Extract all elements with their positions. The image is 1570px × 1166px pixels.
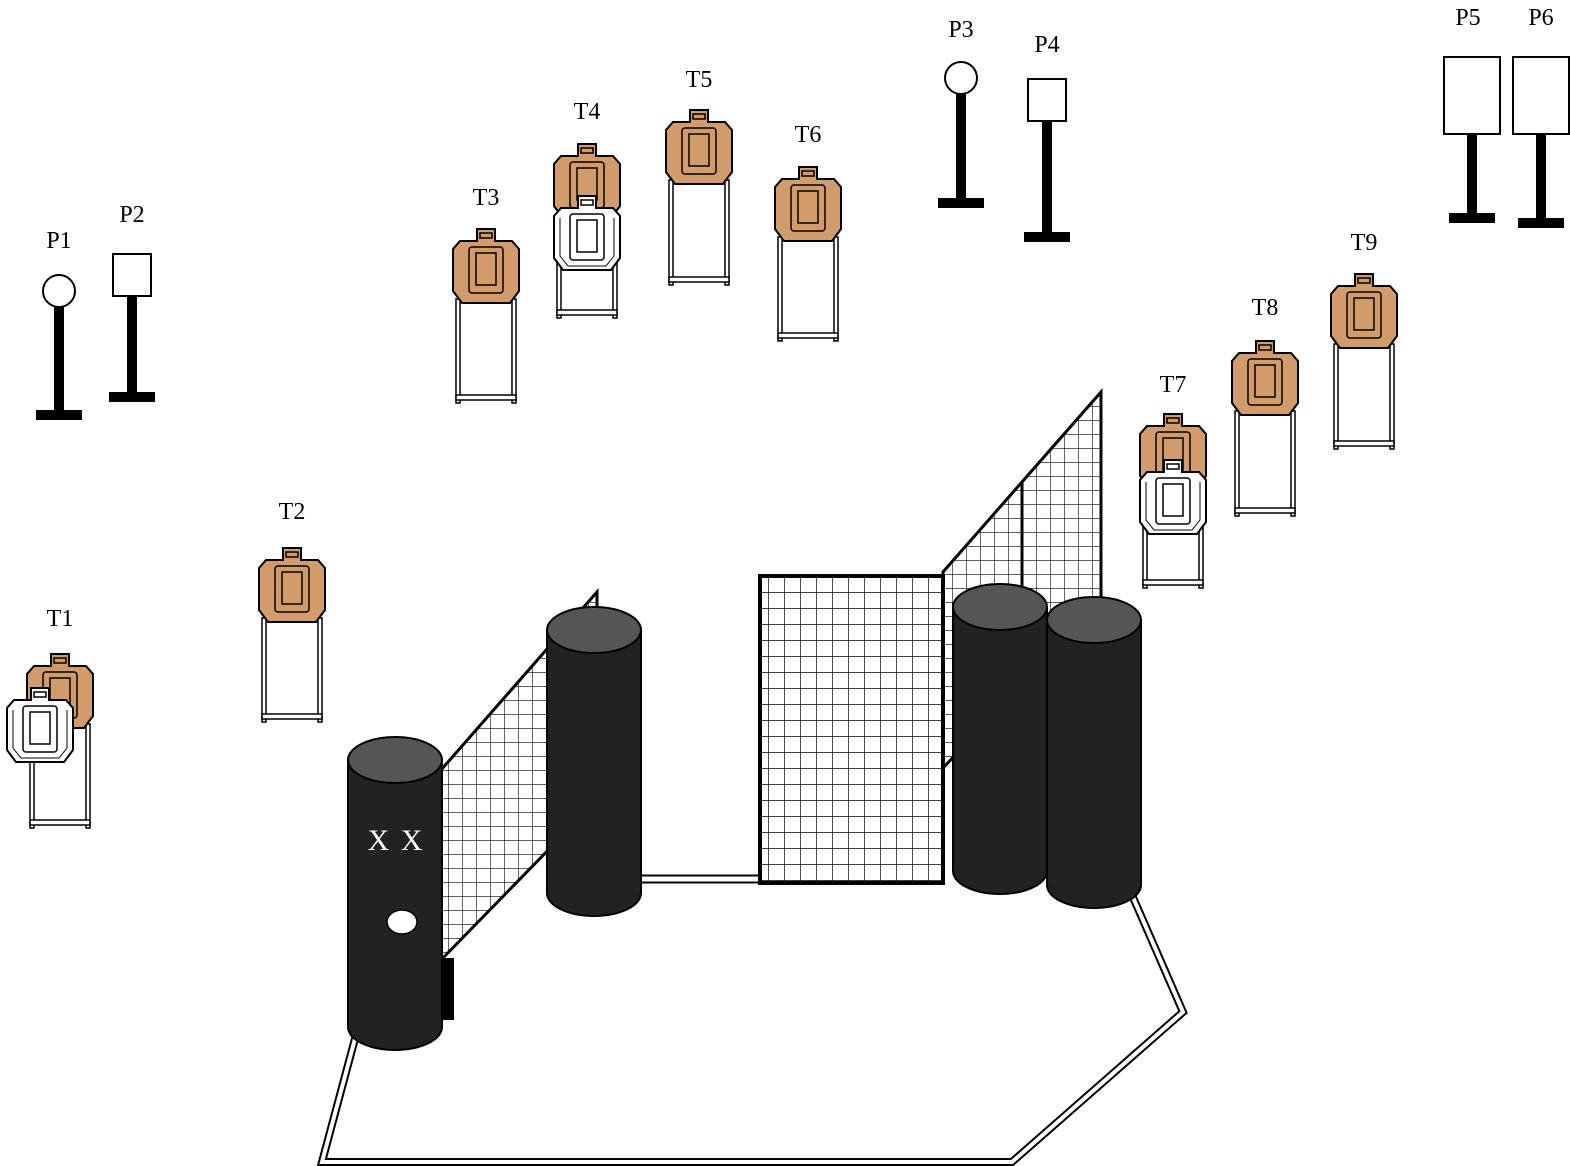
steel-target-p5: P5 (1443, 5, 1501, 223)
idpa-target-icon (1139, 413, 1207, 489)
steel-target-p3: P3 (938, 17, 984, 208)
paper-target-t8: T8 (1231, 295, 1299, 517)
barrel-right-2 (1046, 596, 1142, 909)
paper-target-t1: T1 (6, 606, 94, 829)
no-shoot-target-icon (6, 687, 74, 763)
start-position-icon (386, 909, 418, 935)
paper-target-label: T4 (574, 99, 601, 125)
idpa-target-icon (774, 166, 842, 242)
paper-target-label: T6 (795, 122, 822, 148)
idpa-target-icon (1330, 273, 1398, 349)
popper-icon (1512, 56, 1570, 135)
no-shoot-target-icon (1139, 459, 1207, 535)
start-marking: X X (368, 824, 425, 857)
idpa-target-icon (452, 228, 520, 304)
popper-icon (112, 253, 152, 297)
fault-line (316, 874, 1188, 1166)
popper-icon (1443, 56, 1501, 135)
paper-target-t3: T3 (452, 185, 520, 404)
paper-target-label: T5 (686, 67, 713, 93)
steel-target-label: P2 (119, 202, 144, 228)
steel-target-label: P1 (46, 228, 71, 254)
paper-target-label: T1 (47, 606, 74, 632)
popper-icon (1027, 78, 1067, 122)
barrel-start: X X (347, 736, 443, 1051)
steel-target-label: P3 (948, 17, 973, 43)
paper-target-t4: T4 (553, 99, 621, 319)
paper-target-label: T8 (1252, 295, 1279, 321)
paper-target-t6: T6 (774, 122, 842, 342)
idpa-target-icon (665, 109, 733, 185)
paper-target-label: T9 (1351, 230, 1378, 256)
popper-icon (944, 61, 978, 95)
steel-target-p1: P1 (36, 228, 82, 420)
barrel-right-1 (952, 583, 1048, 895)
steel-target-label: P6 (1528, 5, 1553, 31)
steel-target-p4: P4 (1024, 32, 1070, 242)
no-shoot-target-icon (553, 195, 621, 271)
paper-target-t7: T7 (1139, 372, 1207, 589)
steel-target-p6: P6 (1512, 5, 1570, 228)
paper-target-label: T7 (1160, 372, 1187, 398)
center-mesh-wall (758, 574, 945, 885)
paper-target-label: T2 (279, 499, 306, 525)
steel-target-p2: P2 (109, 202, 155, 402)
idpa-target-icon (258, 547, 326, 623)
barrel-left-wall (546, 606, 642, 917)
paper-target-t5: T5 (665, 67, 733, 286)
idpa-target-icon (1231, 340, 1299, 416)
steel-target-label: P5 (1455, 5, 1480, 31)
steel-target-label: P4 (1034, 32, 1059, 58)
paper-target-t9: T9 (1330, 230, 1398, 450)
popper-icon (42, 274, 76, 308)
paper-target-label: T3 (473, 185, 500, 211)
paper-target-t2: T2 (258, 499, 326, 723)
